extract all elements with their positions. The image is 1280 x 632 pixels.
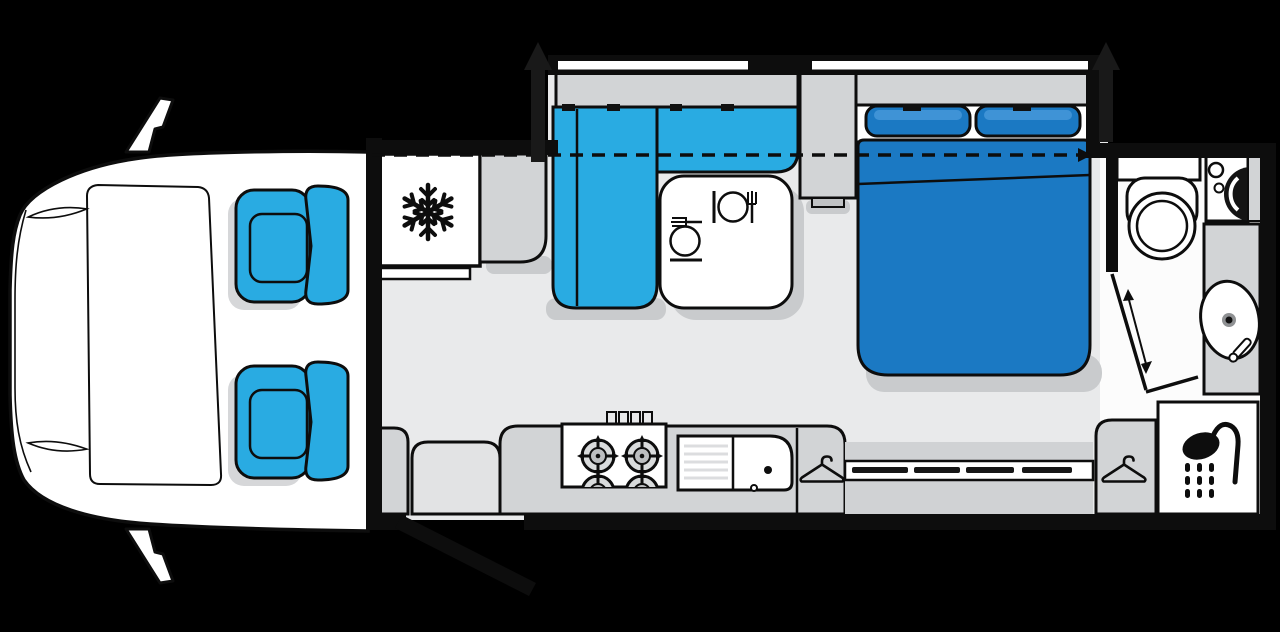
shower-tray	[1156, 400, 1260, 516]
windshield	[85, 183, 223, 487]
roof-arrow-left	[524, 42, 552, 162]
toilet-cistern	[1115, 154, 1202, 182]
kitchen-bench	[498, 411, 847, 516]
wardrobe	[1094, 418, 1158, 516]
seat-backrest	[304, 184, 350, 306]
toilet	[1115, 154, 1202, 261]
shower-head-icon	[1182, 421, 1241, 498]
front-bumper-line	[14, 209, 32, 473]
lower-mirror-icon	[124, 527, 175, 585]
roof-arrow-right	[1092, 42, 1120, 142]
washer-drum	[1224, 167, 1248, 221]
toilet-bowl-inner	[1135, 199, 1189, 253]
wall-right	[1260, 143, 1276, 530]
seat-backrest	[304, 360, 350, 482]
bathroom	[1115, 154, 1263, 516]
place-setting-icon	[712, 191, 757, 223]
drop-down-bed-line	[372, 148, 1092, 162]
upper-mirror-icon	[124, 96, 175, 154]
cooktop	[560, 411, 668, 489]
door-leaf-line	[1110, 273, 1148, 391]
bathroom-wall	[1106, 152, 1118, 272]
seat-cushion	[248, 212, 309, 284]
basin-tap-icon	[1228, 337, 1252, 363]
shower-droplets	[1185, 463, 1214, 498]
washer-side-panel	[1247, 155, 1263, 222]
tall-cabinet	[798, 68, 858, 200]
kitchen-sink	[676, 434, 794, 492]
fridge-vent	[376, 266, 472, 281]
wall-top-rear	[1092, 143, 1276, 158]
seat-cushion	[248, 388, 309, 460]
passenger-seat	[228, 360, 350, 486]
washer-knob	[1207, 161, 1225, 179]
pillow-highlight	[874, 110, 962, 120]
washer-drum-highlight	[1228, 176, 1240, 212]
window-left	[558, 61, 748, 70]
fridge	[376, 152, 482, 281]
bed-base-unit	[843, 442, 1095, 514]
window-right	[812, 61, 1088, 70]
door-swing-arrow	[1123, 289, 1152, 374]
headlight-icon	[25, 206, 90, 219]
table-top	[658, 174, 794, 310]
overhead-locker-left	[554, 70, 800, 109]
driver-cab	[8, 96, 370, 585]
tall-cabinet-base	[811, 197, 845, 208]
basin-drain	[1225, 316, 1233, 324]
wall-left	[366, 138, 382, 530]
shower	[1156, 400, 1260, 516]
dinette-table	[658, 174, 794, 310]
place-setting-icon	[669, 217, 702, 262]
sofa-side-bench	[551, 105, 659, 310]
driver-seat	[228, 184, 350, 310]
door-leaf-line	[1145, 375, 1199, 394]
double-bed	[854, 103, 1094, 377]
drawer-handles	[852, 467, 1072, 473]
bench-beside-fridge	[478, 152, 548, 264]
entry-door-leaf	[395, 515, 536, 596]
locker-handles	[562, 104, 1031, 111]
drainer-grooves	[684, 444, 728, 480]
bathroom-door	[1110, 273, 1199, 394]
sink-tap-icon	[764, 466, 772, 474]
dashed-line-arrowhead	[1078, 148, 1092, 162]
bed-sheet-fold-line	[857, 173, 1091, 186]
snowflake-icon	[401, 185, 455, 239]
wall-top-front	[366, 140, 558, 155]
wall-bottom-a	[366, 514, 406, 530]
headlight-icon	[25, 440, 90, 452]
pillow-highlight	[984, 110, 1072, 120]
sink-drain-icon	[750, 484, 758, 492]
washer-knob	[1213, 182, 1225, 194]
overhead-locker-right	[854, 70, 1092, 109]
vanity	[1199, 222, 1262, 396]
entry-step	[410, 440, 502, 516]
wall-corner	[1086, 55, 1100, 158]
wall-bottom-b	[524, 514, 1276, 530]
